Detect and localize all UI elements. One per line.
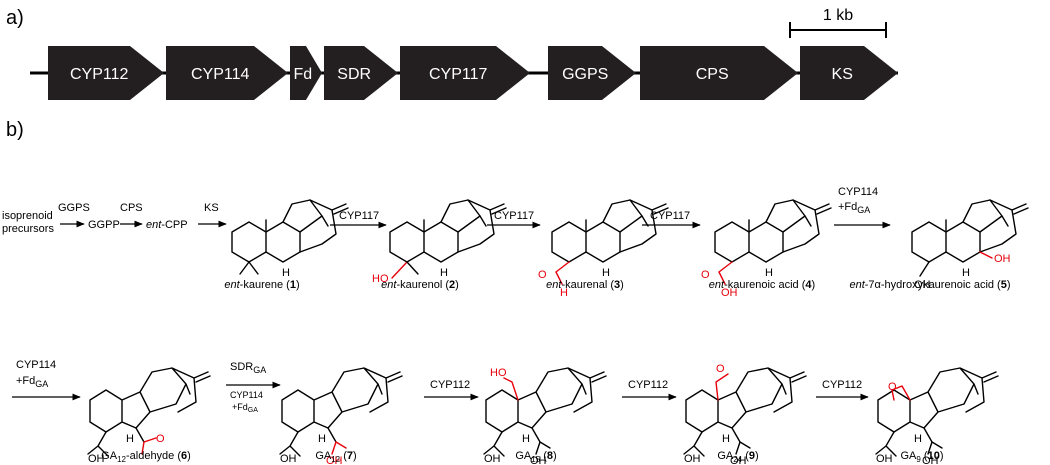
- structure-ent-kaurenal: O H H: [538, 199, 669, 299]
- structure-ent-kaurene: H: [231, 199, 349, 279]
- ggpp-label: GGPP: [88, 219, 120, 231]
- svg-text:H: H: [962, 267, 970, 279]
- svg-text:O: O: [538, 269, 547, 281]
- gene-arrow-ks: [800, 46, 898, 100]
- svg-text:OH: OH: [994, 253, 1011, 265]
- gene-label-cps: CPS: [696, 66, 729, 83]
- svg-text:H: H: [765, 267, 773, 279]
- svg-text:OH: OH: [721, 287, 738, 299]
- compound-2-caption: ent-kaurenol (2): [381, 279, 459, 291]
- step-cyp112-1: CYP112: [430, 379, 470, 391]
- scale-bar: 1 kb: [789, 7, 887, 38]
- svg-text:O: O: [716, 363, 725, 375]
- gene-arrow-cyp112: [48, 46, 164, 100]
- svg-text:H: H: [282, 267, 290, 279]
- gene-arrow-cyp114: [166, 46, 288, 100]
- step-cyp117-2: CYP117: [494, 210, 534, 222]
- gene-label-sdr: SDR: [337, 66, 371, 83]
- compound-9-caption: GA24 (9): [717, 450, 758, 464]
- scale-bar-label: 1 kb: [823, 7, 853, 24]
- ent-cpp-label: ent-CPP: [146, 219, 188, 231]
- svg-text:OH: OH: [914, 279, 931, 291]
- structure-ent-kaurenol: HO H: [372, 199, 507, 285]
- svg-text:OH: OH: [326, 455, 343, 465]
- svg-text:OH: OH: [876, 453, 893, 465]
- step-cyp112-2: CYP112: [628, 379, 668, 391]
- gene-arrow-sdr: [324, 46, 398, 100]
- svg-text:OH: OH: [922, 455, 939, 465]
- svg-text:H: H: [126, 433, 134, 445]
- gene-label-fd: Fd: [293, 66, 312, 83]
- step-cyp114-b: CYP114: [16, 359, 56, 371]
- compound-10-caption: GA9 (10): [900, 450, 943, 464]
- step-cyp114-a: CYP114: [838, 186, 878, 198]
- compound-6-caption: GA12-aldehyde (6): [101, 450, 191, 464]
- gene-label-cyp112: CYP112: [70, 66, 129, 83]
- svg-text:H: H: [318, 433, 326, 445]
- compound-3-caption: ent-kaurenal (3): [546, 279, 624, 291]
- ggps-enzyme-label: GGPS: [58, 202, 90, 214]
- svg-text:HO: HO: [490, 367, 507, 379]
- gene-arrow-ggps: [548, 46, 636, 100]
- svg-text:HO: HO: [372, 273, 389, 285]
- svg-text:H: H: [914, 433, 922, 445]
- svg-text:H: H: [440, 267, 448, 279]
- compound-7-caption: GA12 (7): [315, 450, 356, 464]
- gene-arrow-fd: [290, 46, 322, 100]
- svg-text:OH: OH: [684, 453, 701, 465]
- panel-b-label: b): [6, 119, 24, 141]
- svg-text:OH: OH: [88, 453, 105, 465]
- gene-label-ks: KS: [832, 66, 853, 83]
- step-sdr-ga: SDRGA: [230, 361, 266, 375]
- ks-enzyme-label: KS: [204, 202, 219, 214]
- svg-text:H: H: [602, 267, 610, 279]
- svg-text:OH: OH: [484, 453, 501, 465]
- gene-cluster: CYP112 CYP114 Fd SDR CYP117 GGPS CPS KS: [48, 46, 898, 100]
- step-cyp112-3: CYP112: [822, 379, 862, 391]
- precursors-label: precursors: [2, 223, 54, 235]
- step-cyp117-3: CYP117: [650, 210, 690, 222]
- gene-label-ggps: GGPS: [562, 66, 608, 83]
- step-fdga-a: +FdGA: [838, 201, 870, 215]
- compound-1-caption: ent-kaurene (1): [224, 279, 299, 291]
- svg-text:H: H: [560, 287, 568, 299]
- step-cyp117-1: CYP117: [339, 210, 379, 222]
- structure-hydroxykaurenoic-acid: OH H OH: [911, 199, 1029, 291]
- svg-text:H: H: [722, 433, 730, 445]
- compound-4-caption: ent-kaurenoic acid (4): [709, 279, 815, 291]
- svg-text:OH: OH: [730, 455, 747, 465]
- svg-text:H: H: [522, 433, 530, 445]
- step-cyp114-c: CYP114: [230, 390, 263, 400]
- cps-enzyme-label: CPS: [120, 202, 143, 214]
- svg-text:O: O: [701, 269, 710, 281]
- precursor-route: isoprenoid precursors GGPS GGPP CPS ent-…: [2, 202, 227, 235]
- svg-text:OH: OH: [280, 453, 297, 465]
- gene-arrow-cps: [640, 46, 798, 100]
- panel-a-label: a): [6, 7, 24, 29]
- svg-text:O: O: [888, 381, 897, 393]
- compound-5-caption: ent-7α-hydroxykaurenoic acid (5): [849, 279, 1010, 291]
- gene-label-cyp114: CYP114: [191, 66, 250, 83]
- gene-arrow-cyp117: [400, 46, 530, 100]
- compound-8-caption: GA15 (8): [515, 450, 556, 464]
- structure-ent-kaurenoic-acid: O OH H: [701, 199, 832, 299]
- isoprenoid-precursors-label: isoprenoid: [2, 210, 53, 222]
- step-fdga-c: +FdGA: [232, 402, 258, 414]
- gene-label-cyp117: CYP117: [429, 66, 488, 83]
- svg-text:O: O: [156, 433, 165, 445]
- svg-text:OH: OH: [530, 455, 547, 465]
- step-fdga-b: +FdGA: [16, 375, 48, 389]
